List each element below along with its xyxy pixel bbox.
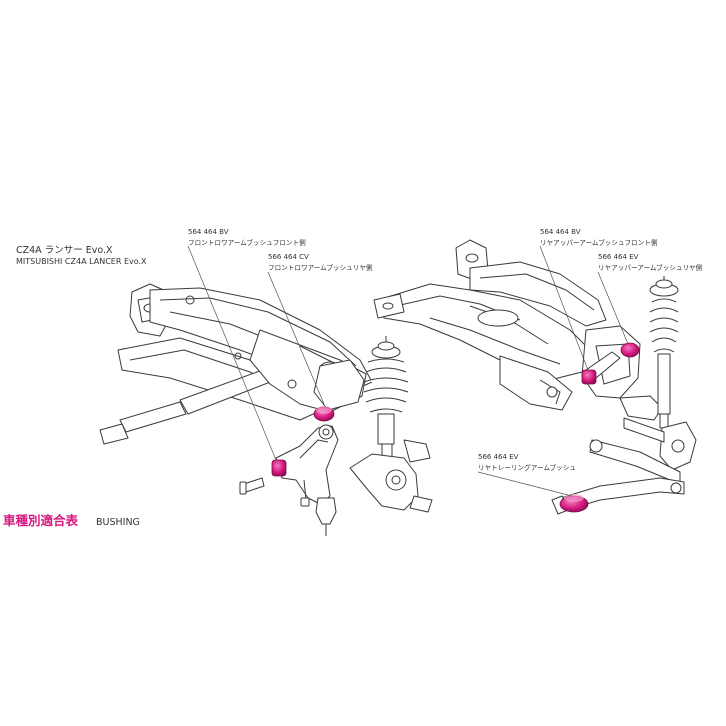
leader-lines — [187, 245, 629, 497]
bushing-rear-trailing — [559, 494, 589, 513]
bushing-rear-upper-front — [581, 369, 597, 385]
front-strut — [349, 336, 433, 513]
rear-subframe — [373, 239, 663, 421]
part-code-rear-upper-rear: 566 464 EV — [598, 253, 639, 261]
part-name-rear-upper-rear: リヤアッパーアームブッシュリヤ側 — [598, 264, 703, 272]
bushing-front-lower-front — [271, 459, 287, 477]
section-label-en: BUSHING — [96, 517, 140, 528]
rear-shock — [649, 276, 697, 471]
leader-front-lower-rear — [267, 271, 325, 405]
part-name-rear-upper-front: リヤアッパーアームブッシュフロント側 — [540, 239, 658, 247]
part-name-rear-trailing: リヤトレーリングアームブッシュ — [478, 464, 576, 472]
part-name-front-lower-front: フロントロワアームブッシュフロント側 — [188, 239, 306, 247]
leader-rear-trailing — [477, 471, 573, 497]
front-subframe — [99, 283, 373, 445]
part-code-front-lower-rear: 566 464 CV — [268, 253, 309, 261]
bushing-rear-upper-rear — [620, 342, 640, 358]
vehicle-subtitle: MITSUBISHI CZ4A LANCER Evo.X — [16, 257, 147, 266]
part-code-front-lower-front: 564 464 BV — [188, 228, 229, 236]
front-lower-arm — [239, 424, 339, 536]
part-name-front-lower-rear: フロントロワアームブッシュリヤ側 — [268, 264, 373, 272]
leader-front-lower-front — [187, 245, 277, 461]
leader-rear-upper-rear — [597, 271, 629, 345]
part-code-rear-trailing: 566 464 EV — [478, 453, 519, 461]
section-label: 車種別適合表 — [3, 513, 79, 528]
bushing-front-lower-rear — [313, 406, 335, 422]
part-code-rear-upper-front: 564 464 BV — [540, 228, 581, 236]
leader-rear-upper-front — [539, 245, 589, 371]
vehicle-title: CZ4A ランサー Evo.X — [16, 245, 113, 256]
